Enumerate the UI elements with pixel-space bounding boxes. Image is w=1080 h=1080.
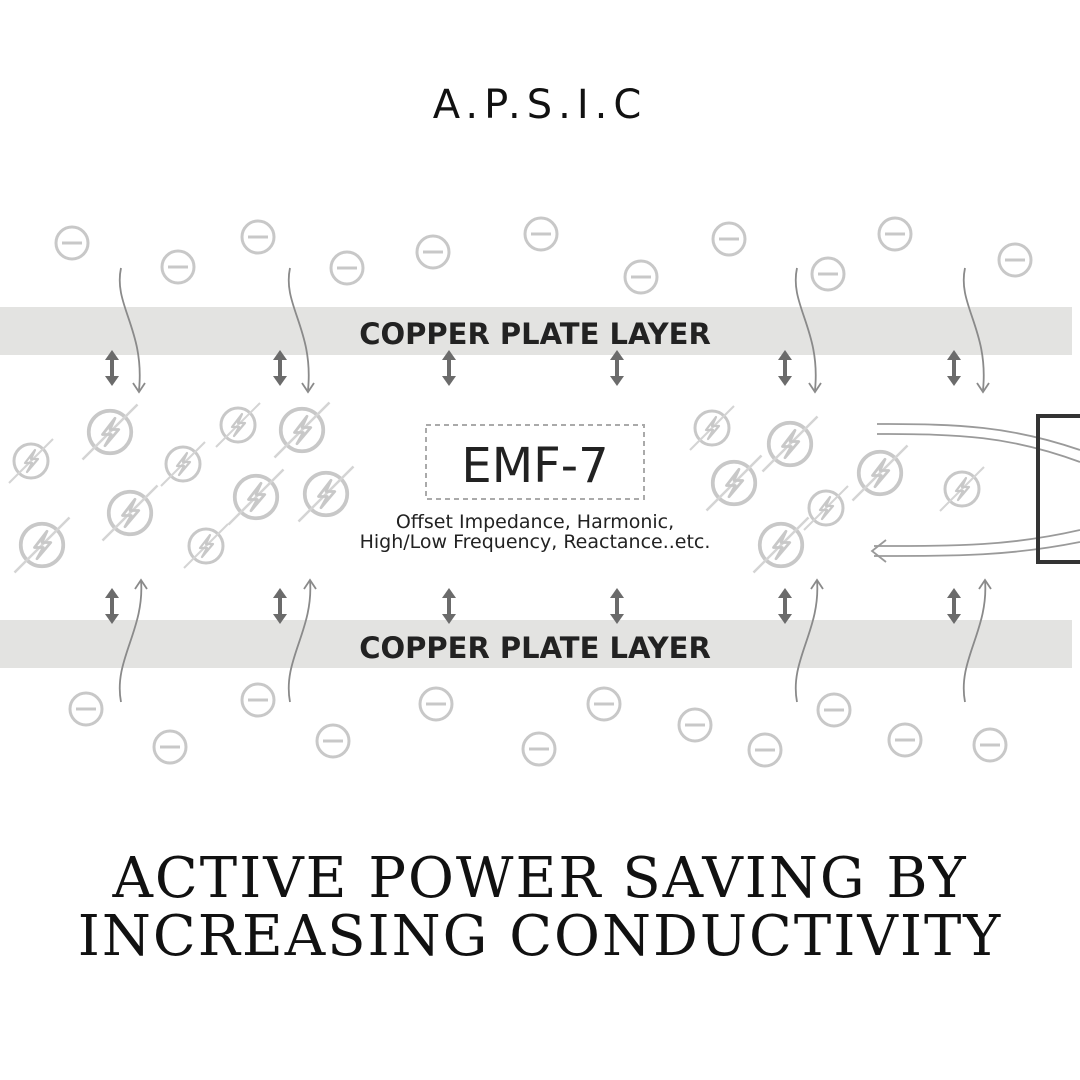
emf-box-label: EMF-7 bbox=[461, 438, 608, 494]
bottom-minus-ions bbox=[68, 682, 1008, 768]
headline-line-1: ACTIVE POWER SAVING BY bbox=[112, 846, 968, 911]
top-minus-ions bbox=[54, 216, 1033, 295]
top-plate-label: COPPER PLATE LAYER bbox=[359, 317, 711, 351]
headline-line-2: INCREASING CONDUCTIVITY bbox=[77, 904, 1003, 969]
right-flow-lines bbox=[870, 423, 1080, 563]
brand-title: A.P.S.I.C bbox=[432, 82, 648, 128]
bottom-wavy-arrows bbox=[118, 578, 992, 703]
bottom-copper-plate bbox=[0, 620, 1072, 668]
description-line-2: High/Low Frequency, Reactance..etc. bbox=[360, 531, 711, 553]
device-box bbox=[1036, 414, 1080, 564]
emf-box bbox=[425, 424, 645, 500]
description-line-1: Offset Impedance, Harmonic, bbox=[396, 511, 674, 533]
top-copper-plate bbox=[0, 307, 1072, 355]
headline: ACTIVE POWER SAVING BY INCREASING CONDUC… bbox=[0, 850, 1080, 966]
top-wavy-arrows bbox=[118, 267, 990, 394]
bottom-plate-label: COPPER PLATE LAYER bbox=[359, 631, 711, 665]
